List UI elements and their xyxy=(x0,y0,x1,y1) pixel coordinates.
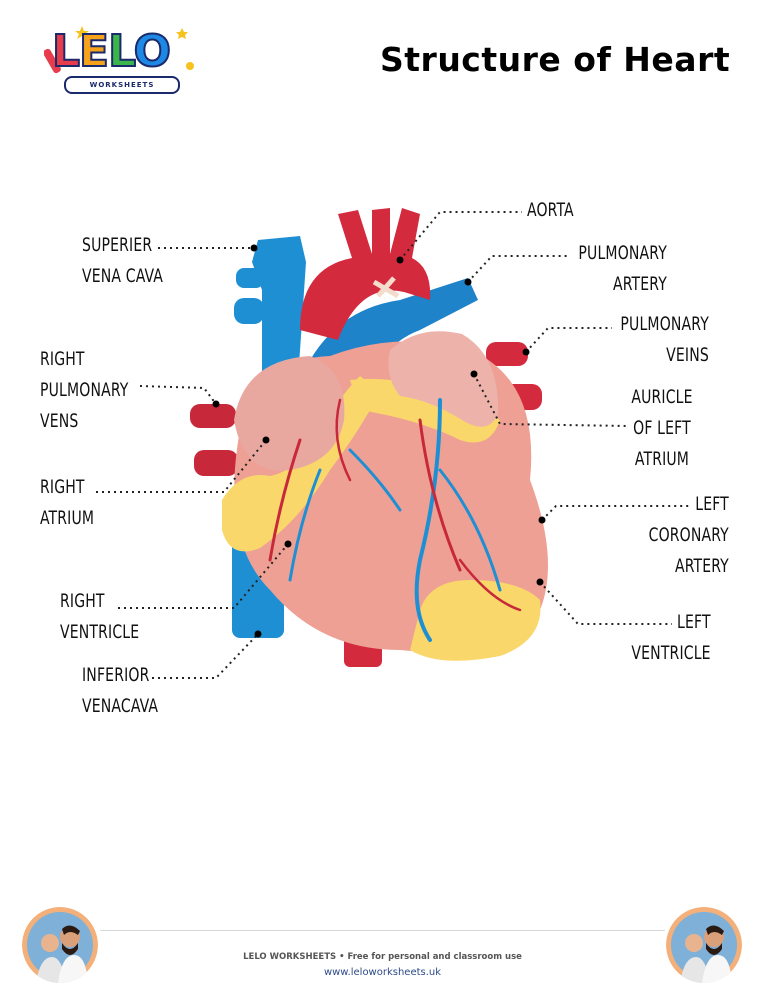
superior-vena-cava-vessel xyxy=(252,236,306,386)
leader-dots xyxy=(212,244,546,638)
label-auricle-left-atrium: AURICLE OF LEFT ATRIUM xyxy=(631,386,693,470)
label-left-ventricle: LEFT VENTRICLE xyxy=(631,611,711,664)
aorta-vessel xyxy=(300,208,431,340)
footer-url[interactable]: www.leloworksheets.uk xyxy=(323,967,442,978)
lelo-logo: LELO WORKSHEETS xyxy=(44,22,194,94)
label-inferior-vena-cava: INFERIOR VENACAVA xyxy=(82,664,159,717)
avatar-left xyxy=(22,907,98,983)
logo-tagline: WORKSHEETS xyxy=(64,76,180,94)
label-aorta: AORTA xyxy=(527,199,574,221)
logo-stars-icon xyxy=(44,26,194,74)
page-title: Structure of Heart xyxy=(380,40,731,79)
leader-lines xyxy=(96,211,690,679)
label-right-pulmonary-veins: RIGHT PULMONARY VENS xyxy=(40,348,129,432)
label-superior-vena-cava: SUPERIER VENA CAVA xyxy=(82,234,164,287)
right-atrium xyxy=(234,356,345,471)
logo-word: LELO xyxy=(51,25,172,78)
family-photo-icon xyxy=(22,907,98,983)
label-right-atrium: RIGHT ATRIUM xyxy=(40,476,95,529)
footer-text: LELO WORKSHEETS • Free for personal and … xyxy=(243,952,522,962)
left-auricle xyxy=(388,331,499,427)
footer-divider xyxy=(100,930,665,931)
label-right-ventricle: RIGHT VENTRICLE xyxy=(60,590,140,643)
family-photo-icon xyxy=(666,907,742,983)
label-pulmonary-veins: PULMONARY VEINS xyxy=(620,313,709,366)
label-pulmonary-artery: PULMONARY ARTERY xyxy=(578,242,667,295)
label-left-coronary-artery: LEFT CORONARY ARTERY xyxy=(648,493,729,577)
avatar-right xyxy=(666,907,742,983)
